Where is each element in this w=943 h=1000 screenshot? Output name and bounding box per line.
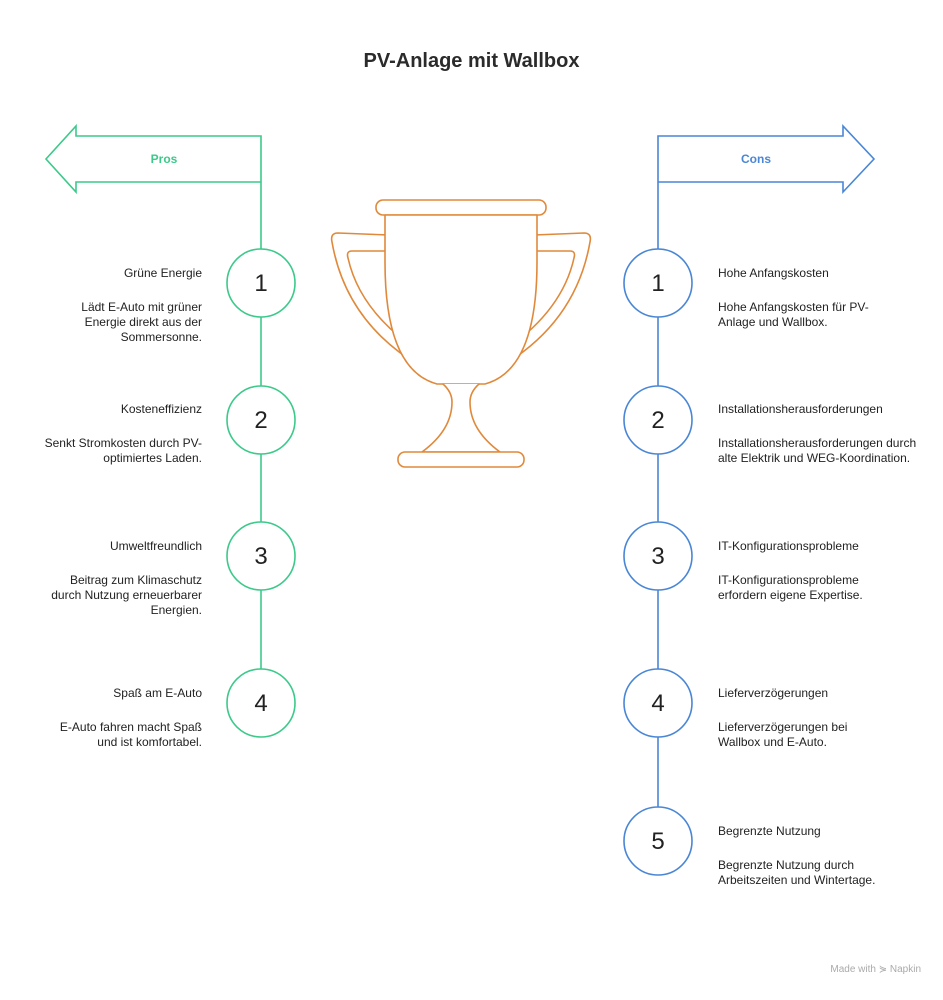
pros-item-2-title: Kosteneffizienz (120, 402, 202, 416)
pros-circles (226, 248, 296, 738)
pros-banner-label: Pros (150, 152, 178, 166)
pros-item-2-description: Senkt Stromkosten durch PV-optimiertes L… (44, 436, 202, 465)
pros-item-4-title: Spaß am E-Auto (113, 686, 202, 700)
pros-circle-3 (226, 521, 296, 591)
trophy-icon (330, 199, 592, 468)
pros-item-1-description: Lädt E-Auto mit grüner Energie direkt au… (81, 300, 202, 344)
cons-number-3: 3 (651, 543, 665, 570)
pros-number-2: 2 (254, 407, 268, 434)
cons-circle-1 (623, 248, 693, 318)
pros-item-4-description: E-Auto fahren macht Spaß und ist komfort… (59, 720, 202, 749)
cons-circle-3 (623, 521, 693, 591)
pros-number-1: 1 (254, 270, 268, 297)
cons-circles (623, 248, 693, 876)
cons-arrow-banner (657, 123, 876, 248)
cons-number-2: 2 (651, 407, 665, 434)
made-with-napkin-footer: Made with ⋟ Napkin (830, 964, 921, 975)
cons-item-2-title: Installationsherausforderungen (718, 402, 883, 416)
cons-circle-2 (623, 385, 693, 455)
cons-item-3-title: IT-Konfigurationsprobleme (718, 539, 859, 553)
pros-circle-1 (226, 248, 296, 318)
cons-item-5-description: Begrenzte Nutzung durch Arbeitszeiten un… (718, 858, 876, 887)
cons-item-2-description: Installationsherausforderungen durch alt… (718, 436, 917, 465)
pros-item-1-title: Grüne Energie (123, 266, 202, 280)
cons-number-5: 5 (651, 828, 665, 855)
cons-item-1-title: Hohe Anfangskosten (718, 266, 829, 280)
pros-arrow-banner (44, 123, 262, 248)
cons-circle-4 (623, 668, 693, 738)
pros-number-4: 4 (254, 690, 268, 717)
cons-number-4: 4 (651, 690, 665, 717)
pros-item-3-description: Beitrag zum Klimaschutz durch Nutzung er… (51, 573, 202, 617)
cons-banner-label: Cons (741, 152, 771, 166)
pros-circle-4 (226, 668, 296, 738)
cons-item-1-description: Hohe Anfangskosten für PV-Anlage und Wal… (718, 300, 869, 329)
cons-item-4-title: Lieferverzögerungen (718, 686, 829, 700)
page-title: PV-Anlage mit Wallbox (363, 50, 580, 72)
cons-item-4-description: Lieferverzögerungen bei Wallbox und E-Au… (718, 720, 848, 749)
cons-circle-5 (623, 806, 693, 876)
cons-item-5-title: Begrenzte Nutzung (718, 824, 821, 838)
cons-item-3-description: IT-Konfigurationsprobleme erfordern eige… (718, 573, 863, 602)
pros-circle-2 (226, 385, 296, 455)
pros-item-3-title: Umweltfreundlich (109, 539, 202, 553)
cons-number-1: 1 (651, 270, 665, 297)
pros-number-3: 3 (254, 543, 268, 570)
